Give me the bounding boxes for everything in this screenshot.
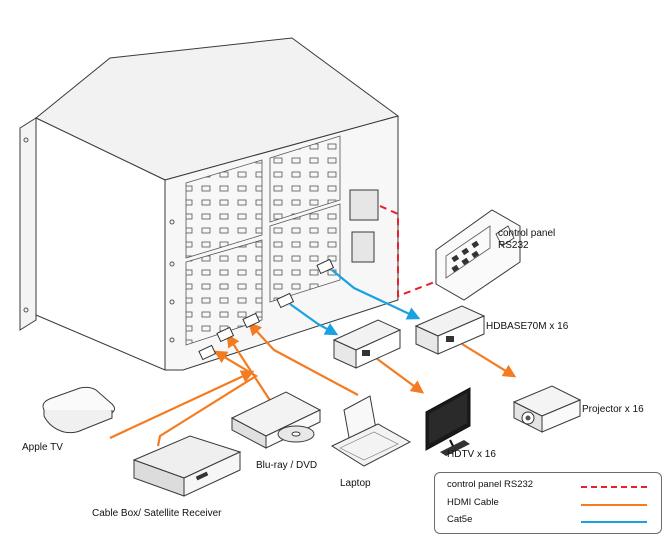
label-hdbase: HDBASE70M x 16 [486, 321, 569, 332]
legend-label-rs232: control panel RS232 [447, 479, 534, 490]
legend-line-cat5e [581, 521, 647, 523]
cat5e-cable-1 [289, 303, 339, 336]
label-laptop: Laptop [340, 478, 371, 489]
power-module [351, 231, 375, 263]
legend-label-cat5e: Cat5e [447, 514, 473, 525]
hdmi-input-cablebox [156, 350, 259, 447]
hdbase-receiver-2 [414, 305, 486, 355]
input-card-top [185, 159, 263, 259]
cat5e-cable-2 [331, 269, 421, 320]
rs232-port [349, 189, 379, 221]
legend-line-hdmi [581, 504, 647, 506]
legend-label-hdmi: HDMI Cable [447, 497, 499, 508]
apple-tv-device [42, 386, 116, 434]
hdmi-output-projector [461, 343, 517, 378]
cable-box-device [132, 435, 242, 497]
hdmi-input-laptop [248, 322, 359, 396]
input-card-bottom [185, 239, 263, 346]
legend-line-rs232 [581, 486, 647, 488]
label-cable-box: Cable Box/ Satellite Receiver [92, 508, 222, 519]
projector-device [512, 385, 582, 433]
output-card-bottom [269, 203, 341, 303]
rack-ear [19, 117, 37, 331]
label-control-panel-rs232: RS232 [498, 240, 529, 251]
label-apple-tv: Apple TV [22, 442, 63, 453]
laptop-device [330, 395, 412, 467]
hdtv-device [425, 387, 471, 456]
hdbase-receiver-1 [332, 319, 402, 369]
rs232-cable [379, 205, 441, 298]
bluray-player-device [230, 391, 322, 449]
label-bluray: Blu-ray / DVD [256, 460, 318, 471]
hdmi-input-appletv [109, 370, 255, 439]
control-panel-device [435, 209, 521, 301]
label-control-panel: control panel [498, 228, 556, 239]
matrix-switcher [19, 37, 400, 371]
legend: control panel RS232 HDMI Cable Cat5e [434, 472, 662, 534]
label-hdtv: HDTV x 16 [447, 449, 496, 460]
hdmi-input-bluray [226, 333, 276, 409]
label-projector: Projector x 16 [582, 404, 644, 415]
output-card-top [269, 135, 341, 223]
hdmi-output-hdtv [375, 357, 425, 394]
